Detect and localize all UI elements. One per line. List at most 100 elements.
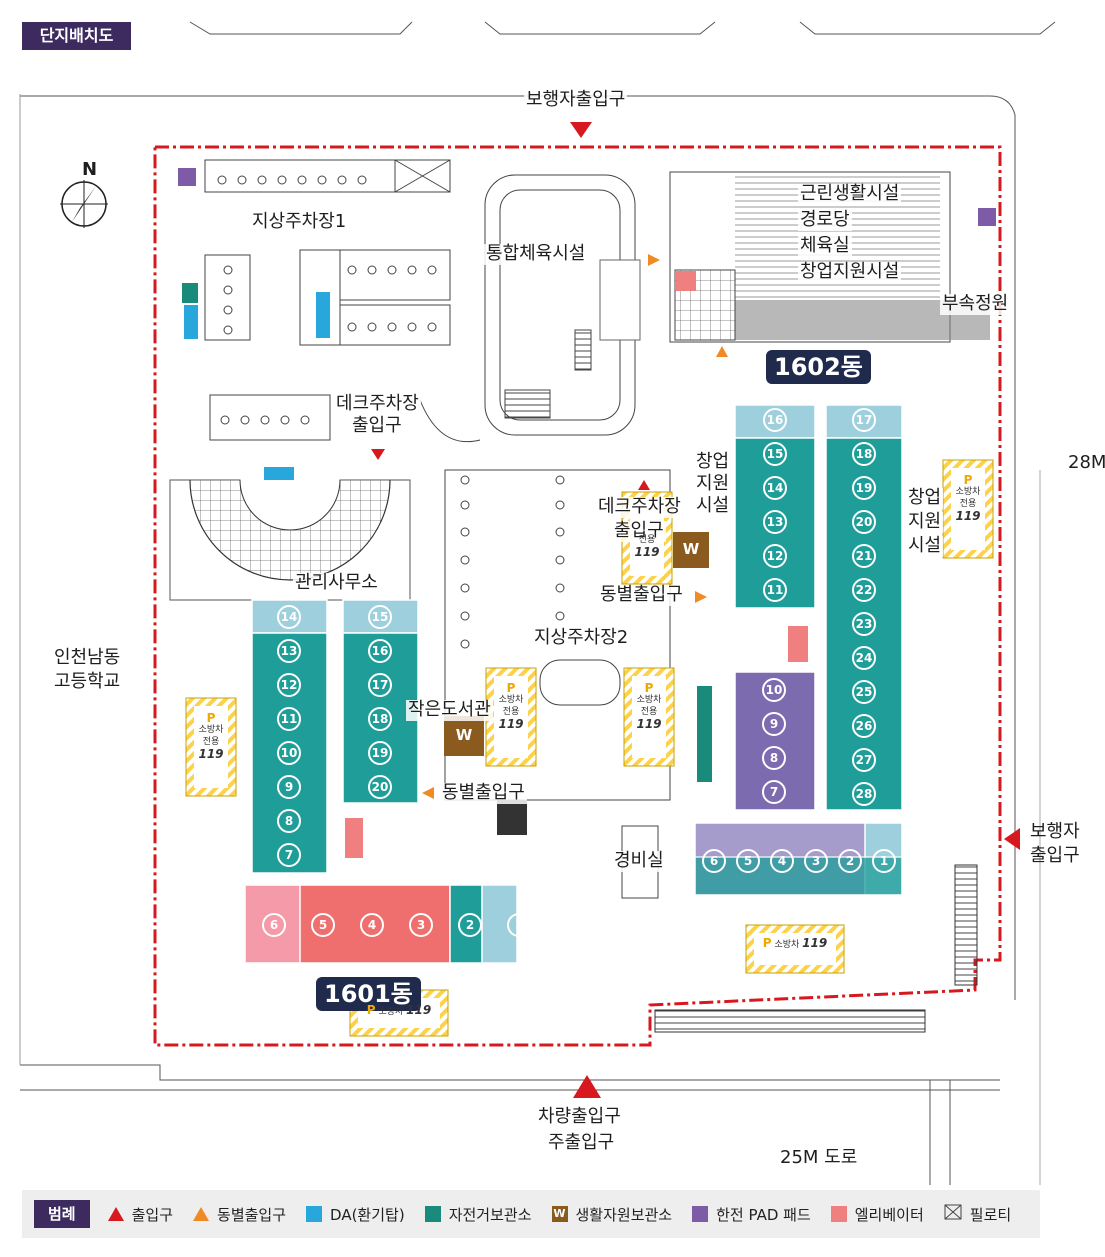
triangle-icon [193,1207,210,1221]
building-entrance-triangle-3 [695,591,707,603]
building-entrance-triangle-5 [638,480,650,490]
ramp-bottom [654,1009,926,1033]
fire-logo: 119 [636,717,662,731]
unit-1601-bottom-4: 4 [360,913,384,937]
fire-logo: 119 [498,717,524,731]
label-parking2: 지상주차장2 [532,627,631,649]
utility-w-2: W [455,726,473,744]
label-startup-2b: 지원 [906,511,944,533]
fire-text-2: 전용 [502,707,520,717]
label-startup-1c: 시설 [694,495,732,517]
unit-1601-bottom-1: 1 [507,913,531,937]
entrance-triangle-top [570,122,592,138]
page-title: 단지배치도 [22,22,131,50]
legend-label: 동별출입구 [217,1205,287,1224]
label-school-1: 인천남동 [54,647,121,668]
sports-facility [419,174,641,443]
unit-1602-bottom-2: 2 [838,849,862,873]
fire-text-1: 소방차 [636,695,662,705]
unit-1602-a-14: 14 [763,476,787,500]
entrance-triangle-right [1004,828,1020,850]
bike-storage-1 [182,283,198,303]
label-school-2: 고등학교 [54,671,121,692]
parking-dots [217,175,437,425]
cross-box-icon [944,1204,962,1224]
unit-1602-bottom-3: 3 [804,849,828,873]
label-road-28: 28M [1068,452,1105,473]
unit-1602-b-21: 21 [852,544,876,568]
pad-1 [178,168,196,186]
unit-1601-right-20: 20 [368,775,392,799]
fire-text-1: 소방차 [378,1007,404,1017]
unit-1601-bottom-6: 6 [262,913,286,937]
unit-1602-bottom-1: 1 [872,849,896,873]
label-community-3: 체육실 [798,235,852,257]
parking-lot-2 [444,469,671,801]
unit-1602-a-15: 15 [763,442,787,466]
unit-1602-b-22: 22 [852,578,876,602]
elevator-1602 [788,626,808,662]
bicycle-icon [424,1206,441,1222]
unit-1601-left-7: 7 [277,843,301,867]
label-deck-entrance-b1: 데크주차장 [596,496,683,518]
fire-text-1: 소방차 [774,940,800,950]
label-parking1: 지상주차장1 [250,211,349,233]
unit-1602-a-11: 11 [763,578,787,602]
building-tag-1602: 1602동 [766,350,871,384]
unit-1601-right-16: 16 [368,639,392,663]
building-entrance-triangle-1 [716,346,728,357]
label-deck-entrance-2: 출입구 [350,415,404,437]
unit-1602-b-27: 27 [852,748,876,772]
da-tower-3 [264,467,294,481]
ramp-right [954,864,978,986]
fire-text-2: 전용 [959,499,977,509]
fire-logo: 119 [802,936,828,950]
unit-1602-b-19: 19 [852,476,876,500]
fire-lane-label-3: P 소방차 전용 119 [632,682,666,730]
unit-1602-a-12: 12 [763,544,787,568]
label-deck-entrance-b2: 출입구 [612,520,666,542]
utility-box-2 [444,716,484,756]
label-community-2: 경로당 [798,209,852,231]
fire-text-2: 전용 [202,737,220,747]
pad-2 [978,208,996,226]
utility-box-1 [673,532,709,568]
fire-p-icon: P [206,711,216,725]
unit-1602-c-7: 7 [762,780,786,804]
fire-text-2: 전용 [638,535,656,545]
building-entrance-triangle-4 [422,787,434,799]
unit-1601-right-19: 19 [368,741,392,765]
stair-1 [497,800,527,835]
bike-storage-2 [697,686,712,782]
site-boundary [153,145,1002,1047]
label-startup-2c: 시설 [906,535,944,557]
unit-1602-c-10: 10 [762,678,786,702]
unit-1602-bottom-6: 6 [702,849,726,873]
fire-lane-label-1: P 소방차 전용 119 [194,712,228,760]
da-tower-1 [316,292,330,338]
unit-1601-bottom-2: 2 [458,913,482,937]
unit-1602-b-25: 25 [852,680,876,704]
fire-lane-label-4: 전용 119 [630,534,664,558]
fire-text-1: 소방차 [955,487,981,497]
parking-lot-1 [204,159,451,441]
unit-1602-b-23: 23 [852,612,876,636]
label-startup-1b: 지원 [694,473,732,495]
unit-1602-b-18: 18 [852,442,876,466]
legend-item: 한전 PAD 패드 [692,1204,811,1225]
fire-lane-label-2: P 소방차 전용 119 [494,682,528,730]
square-icon [830,1206,847,1222]
fire-p-icon: P [506,681,516,695]
fire-lane-label-5: P 소방차 전용 119 [951,474,985,522]
label-startup-1a: 창업 [694,451,732,473]
fire-p-icon: P [963,473,973,487]
unit-1601-left-9: 9 [277,775,301,799]
building-tag-1601: 1601동 [316,977,421,1011]
unit-1601-bottom-3: 3 [409,913,433,937]
w-icon: W [551,1206,568,1222]
legend-item: 엘리베이터 [830,1204,924,1225]
building-entrance-triangle-2 [648,254,660,266]
square-icon [306,1206,323,1222]
label-sports: 통합체육시설 [484,243,588,265]
